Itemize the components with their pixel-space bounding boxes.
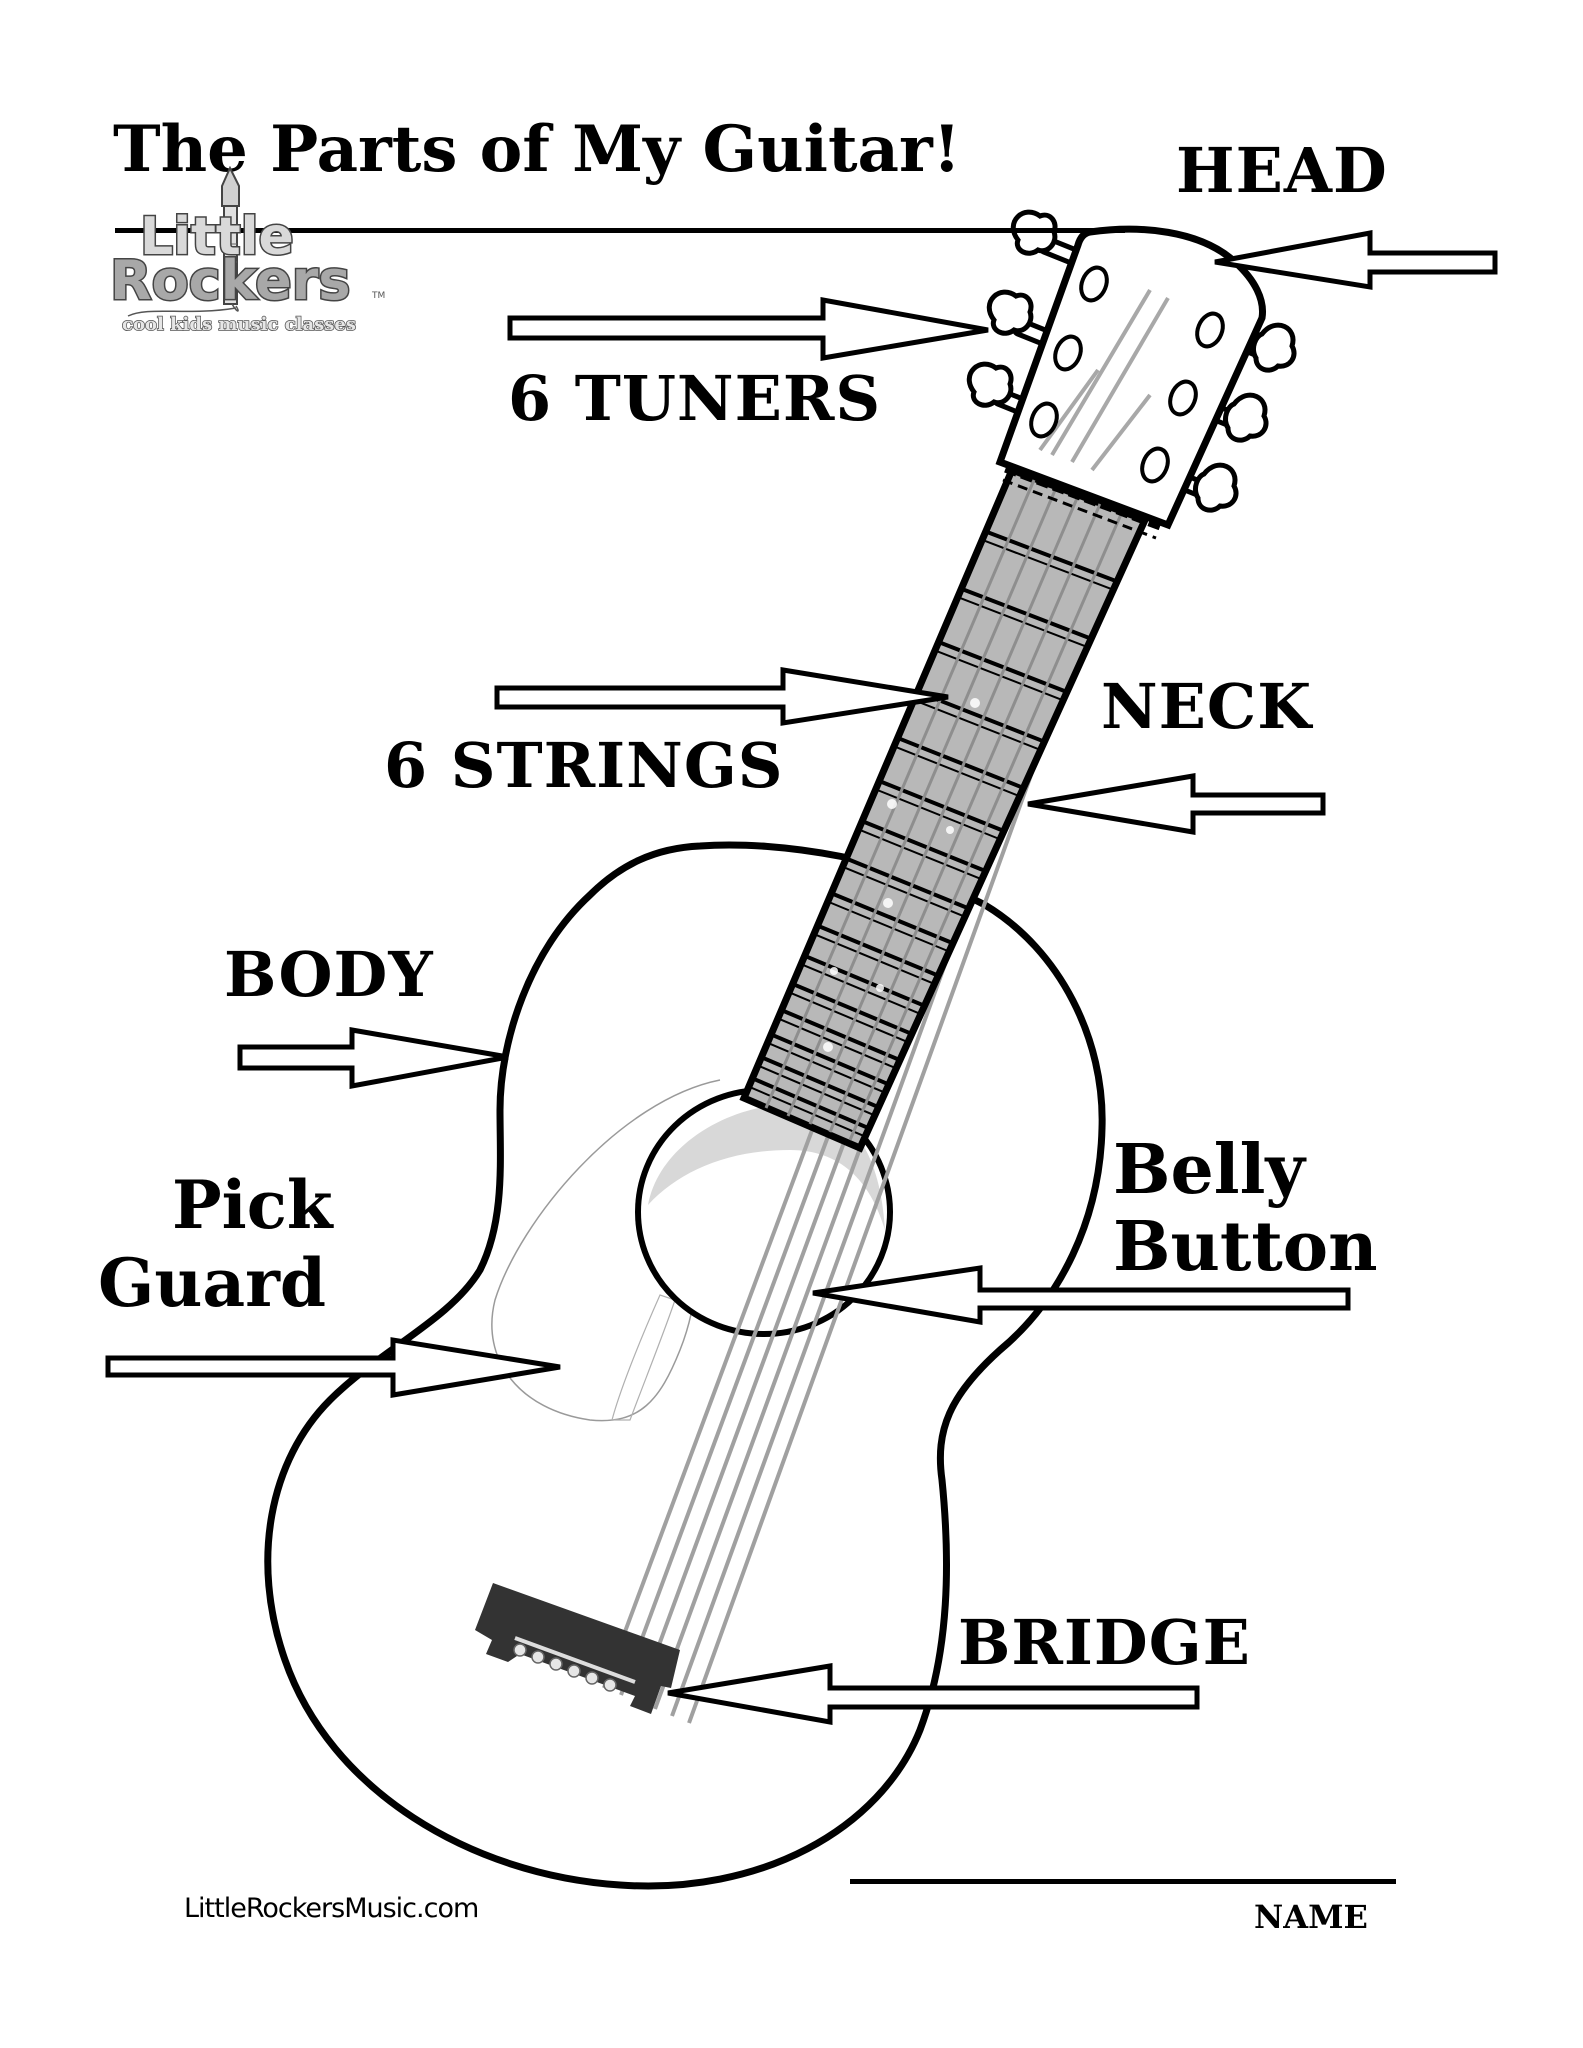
label-head: HEAD bbox=[1176, 134, 1388, 207]
fret bbox=[830, 891, 954, 946]
fret bbox=[845, 856, 970, 911]
logo-trademark: TM bbox=[371, 291, 385, 301]
arrow-neck bbox=[1027, 773, 1326, 835]
label-belly-button-line1: Belly bbox=[1113, 1130, 1305, 1210]
label-tuners: 6 TUNERS bbox=[508, 362, 882, 435]
fret bbox=[816, 923, 939, 978]
arrow-bridge bbox=[667, 1663, 1200, 1725]
logo-line2: Rockers bbox=[110, 249, 351, 312]
logo-line1: Little bbox=[140, 207, 294, 267]
arrow-body bbox=[237, 1027, 509, 1090]
arrow-head-label bbox=[1214, 229, 1498, 290]
label-pick-guard-line1: Pick bbox=[172, 1166, 333, 1244]
fret bbox=[780, 1008, 901, 1062]
neck bbox=[739, 465, 1150, 1153]
footer-website: LittleRockersMusic.com bbox=[184, 1893, 479, 1924]
label-strings: 6 STRINGS bbox=[384, 729, 784, 802]
fret bbox=[861, 819, 987, 873]
name-label: NAME bbox=[1254, 1898, 1368, 1936]
fret bbox=[770, 1032, 890, 1087]
label-pick-guard-line2: Guard bbox=[98, 1244, 327, 1322]
label-bridge: BRIDGE bbox=[958, 1606, 1251, 1679]
fret bbox=[896, 736, 1025, 790]
little-rockers-logo: Little Rockers TM cool kids music classe… bbox=[109, 166, 385, 336]
fret bbox=[803, 953, 926, 1008]
title-underline bbox=[115, 228, 1125, 233]
headstock bbox=[966, 209, 1297, 540]
name-write-line[interactable] bbox=[850, 1879, 1396, 1884]
label-neck: NECK bbox=[1101, 670, 1313, 743]
pick-guard bbox=[491, 1079, 721, 1422]
arrow-pick-guard bbox=[105, 1337, 561, 1398]
tuner-pegs bbox=[966, 209, 1297, 513]
arrow-belly-button bbox=[812, 1265, 1351, 1325]
fret bbox=[760, 1055, 880, 1110]
headstock-plate bbox=[995, 225, 1267, 530]
fret bbox=[878, 779, 1005, 833]
fret bbox=[791, 982, 913, 1036]
worksheet-title: The Parts of My Guitar! bbox=[113, 112, 961, 187]
label-belly-button-line2: Button bbox=[1113, 1207, 1378, 1287]
pick-guard-inner bbox=[611, 1294, 676, 1421]
logo-tagline: cool kids music classes bbox=[122, 314, 356, 335]
bridge bbox=[475, 1583, 680, 1714]
arrow-tuners bbox=[507, 297, 989, 361]
label-body: BODY bbox=[224, 938, 434, 1011]
arrow-strings bbox=[494, 667, 949, 726]
fret bbox=[751, 1076, 870, 1131]
logo-guitar-icon bbox=[127, 166, 240, 317]
